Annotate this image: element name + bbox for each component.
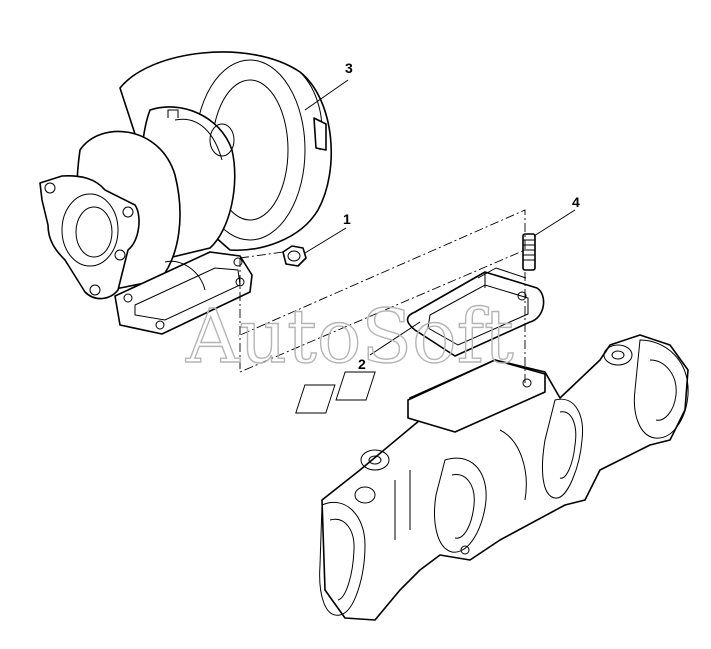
callout-4: 4 xyxy=(572,194,580,210)
turbocharger xyxy=(39,51,333,335)
watermark-text: AutoSoft xyxy=(185,294,514,380)
stud xyxy=(522,233,536,271)
leader-lines xyxy=(304,79,576,356)
gasket xyxy=(406,267,545,357)
callout-3: 3 xyxy=(345,60,353,76)
alignment-lines xyxy=(237,209,526,385)
nut xyxy=(282,245,307,267)
callout-2: 2 xyxy=(358,356,366,372)
exhaust-manifold xyxy=(295,334,689,621)
callout-1: 1 xyxy=(343,211,351,227)
